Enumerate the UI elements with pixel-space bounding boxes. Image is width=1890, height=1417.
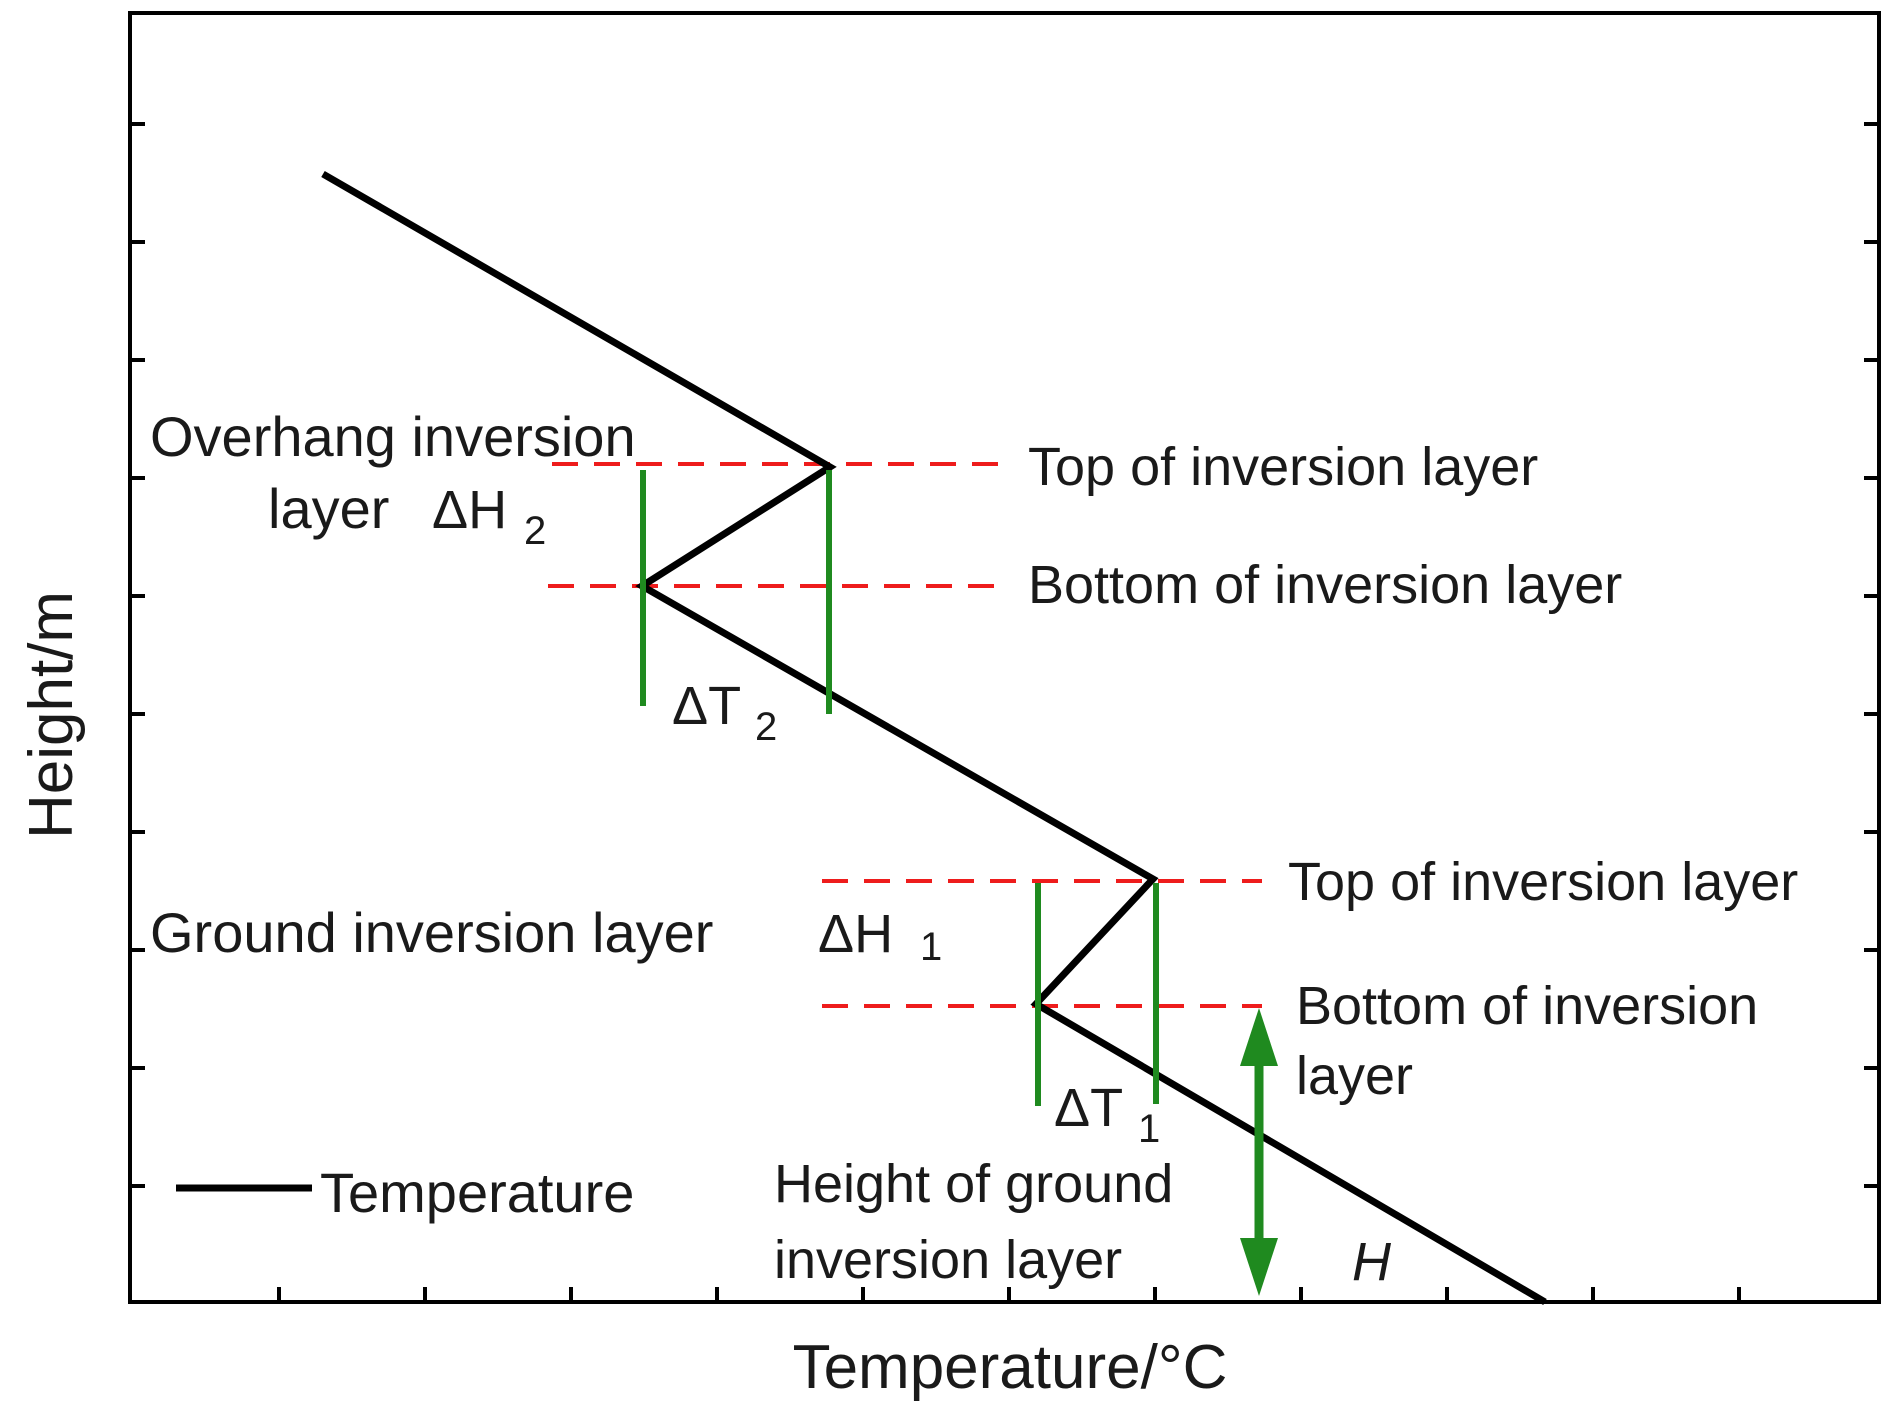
ground-top-label: Top of inversion layer — [1288, 852, 1798, 912]
legend-label: Temperature — [320, 1161, 634, 1224]
ground-delta-h-symbol: ΔH — [818, 904, 893, 964]
ground-bottom-label-line2: layer — [1296, 1046, 1413, 1106]
overhang-delta-h-subscript: 2 — [524, 509, 546, 553]
y-axis-ticks-right — [1864, 122, 1879, 1188]
ground-height-symbol: H — [1352, 1232, 1392, 1292]
y-axis-title: Height/m — [17, 591, 86, 839]
x-axis-title: Temperature/°C — [793, 1333, 1228, 1402]
overhang-top-label: Top of inversion layer — [1028, 437, 1538, 497]
overhang-layer-label-line2: layer — [268, 477, 389, 540]
overhang-delta-h-symbol: ΔH — [432, 480, 507, 540]
temperature-profile-line — [321, 170, 1547, 1306]
height-arrow-down-head — [1240, 1238, 1278, 1296]
overhang-delta-t-subscript: 2 — [755, 705, 777, 749]
overhang-layer-label-line1: Overhang inversion — [150, 405, 636, 468]
overhang-delta-t-symbol: ΔT — [672, 676, 741, 736]
ground-layer-label: Ground inversion layer — [150, 901, 713, 964]
ground-delta-t-subscript: 1 — [1138, 1107, 1160, 1151]
height-arrow-up-head — [1240, 1008, 1278, 1066]
overhang-bottom-label: Bottom of inversion layer — [1028, 555, 1622, 615]
delta-t-markers — [640, 470, 1159, 1106]
height-arrow — [1240, 1008, 1278, 1296]
plot-frame — [128, 11, 1881, 1304]
ground-bottom-label-line1: Bottom of inversion — [1296, 976, 1758, 1036]
ground-height-label-line2: inversion layer — [774, 1230, 1122, 1290]
y-axis-ticks — [130, 122, 145, 1188]
ground-height-label-line1: Height of ground — [774, 1154, 1173, 1214]
x-axis-ticks — [277, 1287, 1741, 1302]
ground-delta-h-subscript: 1 — [920, 925, 942, 969]
ground-delta-t-symbol: ΔT — [1054, 1078, 1123, 1138]
